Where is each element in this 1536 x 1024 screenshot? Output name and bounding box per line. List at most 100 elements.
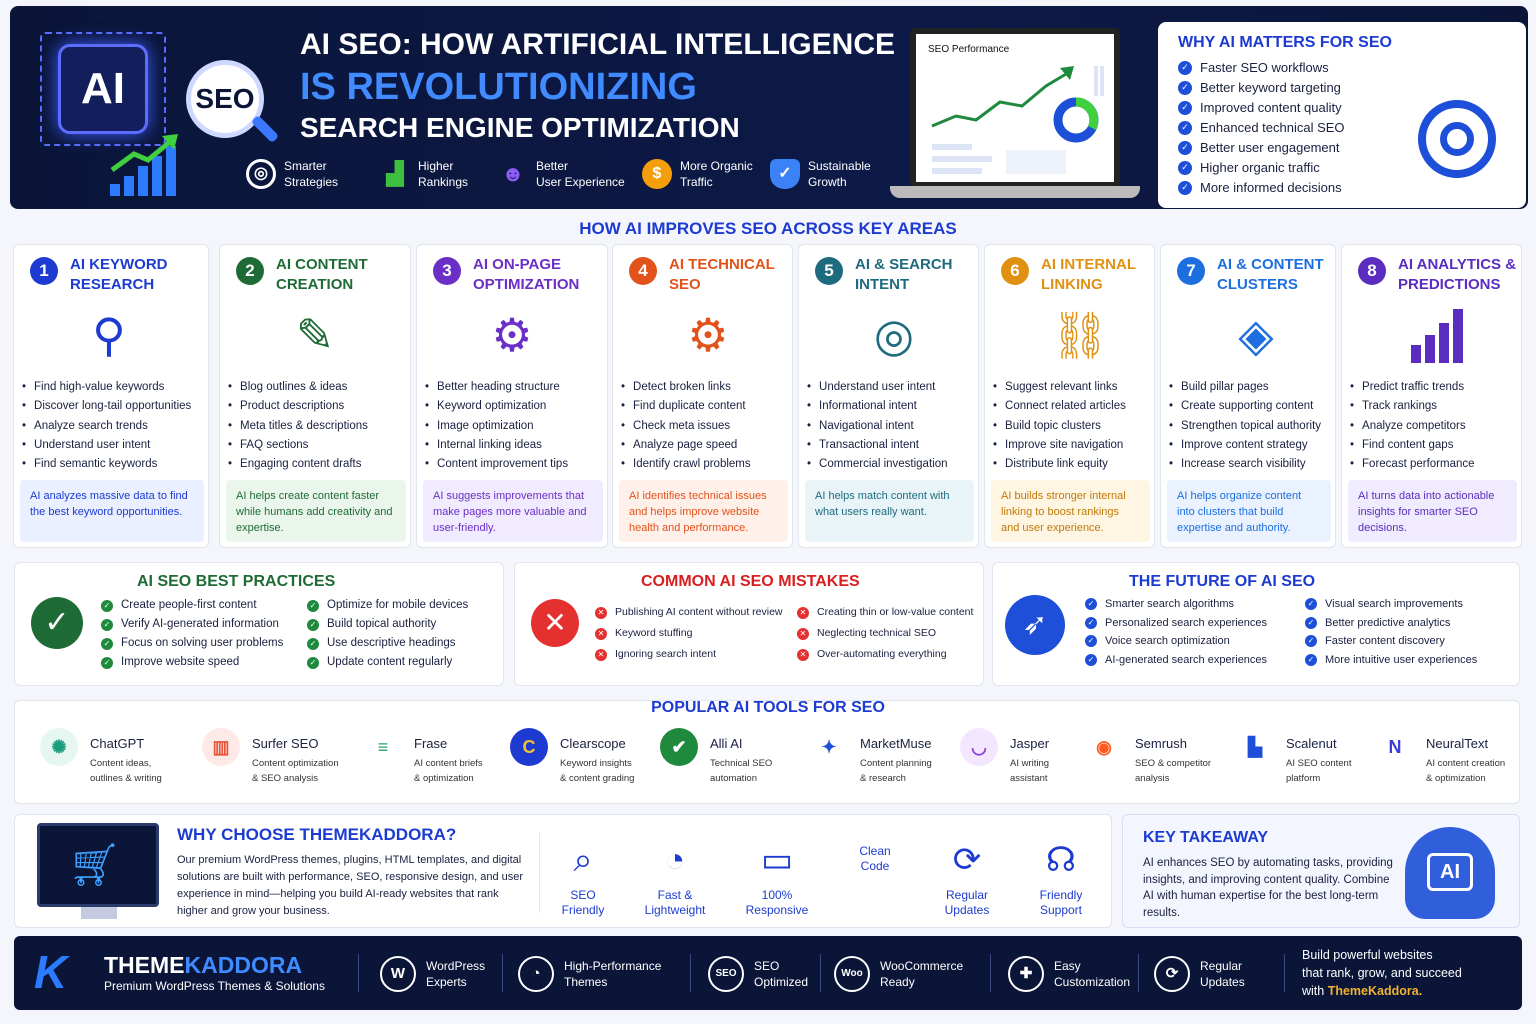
list-item: Find duplicate content (621, 397, 751, 416)
list-item-text: Over-automating everything (817, 648, 947, 660)
feature-label: Growth (808, 175, 847, 189)
circuit-lines (40, 32, 166, 146)
feature-label: Regular (945, 888, 989, 902)
check-icon: ✓ (101, 599, 113, 612)
list-item: Improve content strategy (1169, 436, 1321, 455)
growth-arrow-icon (110, 134, 178, 173)
list-item-text: AI-generated search experiences (1105, 653, 1268, 666)
feature-label: Regular (1200, 959, 1243, 973)
hero-title-line2: IS REVOLUTIONIZING (300, 66, 697, 108)
tool-name: Alli AI (710, 736, 743, 751)
feature-label: Higher (418, 159, 454, 173)
tool-desc: AI content briefs& optimization (414, 758, 483, 784)
area-card: 2 AI CONTENT CREATION ✎ Blog outlines & … (219, 244, 411, 548)
list-item: ✓Better predictive analytics (1305, 614, 1477, 633)
card-list: Blog outlines & ideasProduct description… (228, 378, 368, 474)
card-list: Build pillar pagesCreate supporting cont… (1169, 378, 1321, 474)
list-item: Build pillar pages (1169, 378, 1321, 397)
list-item: ✓Enhanced technical SEO (1178, 120, 1506, 135)
divider (358, 954, 359, 992)
list-item: Transactional intent (807, 436, 948, 455)
tool-desc: Keyword insights& content grading (560, 758, 635, 784)
x-icon: ✕ (595, 648, 607, 661)
feature-label: Strategies (284, 175, 339, 189)
x-icon: ✕ (797, 606, 809, 619)
browser-gear-icon: ⚙ (491, 309, 533, 361)
card-number-badge: 7 (1177, 257, 1205, 285)
tool-desc: Content ideas,outlines & writing (90, 758, 162, 784)
card-title: AI INTERNAL LINKING (1041, 256, 1136, 293)
check-icon: ✓ (307, 618, 319, 631)
list-item-text: Use descriptive headings (327, 637, 456, 649)
surfer-seo-logo-icon: ▥ (202, 728, 240, 766)
list-item: ✕Over-automating everything (797, 644, 973, 665)
tool-item: ▥ Surfer SEO Content optimization& SEO a… (202, 722, 348, 788)
mistakes-panel: COMMON AI SEO MISTAKES ✕ ✕Publishing AI … (514, 562, 984, 686)
card-list: Understand user intentInformational inte… (807, 378, 948, 474)
list-item: ✕Ignoring search intent (595, 644, 783, 665)
tool-name: ChatGPT (90, 736, 145, 751)
future-panel: THE FUTURE OF AI SEO ➶ ✓Smarter search a… (992, 562, 1520, 686)
list-item: ✓Verify AI-generated information (101, 615, 283, 634)
future-col1: ✓Smarter search algorithms ✓Personalized… (1085, 595, 1267, 669)
check-icon: ✓ (1305, 598, 1317, 611)
list-item: Find content gaps (1350, 436, 1475, 455)
feature-label: Ready (880, 975, 915, 989)
list-item: Find high-value keywords (22, 378, 191, 397)
list-item: Increase search visibility (1169, 455, 1321, 474)
list-item: Meta titles & descriptions (228, 417, 368, 436)
feature-label: WordPress (426, 959, 486, 973)
list-item-text: Voice search optimization (1105, 635, 1230, 647)
list-item: Improve site navigation (993, 436, 1126, 455)
card-title: AI & SEARCH INTENT (855, 256, 953, 293)
mistakes-title: COMMON AI SEO MISTAKES (641, 573, 860, 590)
feature-label: SEO (754, 959, 780, 973)
themekaddora-feature: ⌕ SEO Friendly (538, 838, 628, 918)
check-icon: ✓ (1178, 180, 1192, 195)
card-number-badge: 4 (629, 257, 657, 285)
area-card: 6 AI INTERNAL LINKING ⛓ Suggest relevant… (984, 244, 1155, 548)
list-item: Strengthen topical authority (1169, 417, 1321, 436)
feature-label: Lightweight (644, 903, 706, 917)
brand-part-b: KADDORA (184, 952, 303, 978)
card-note: AI builds stronger internal linking to b… (991, 480, 1150, 542)
area-card: 5 AI & SEARCH INTENT ◎ Understand user i… (798, 244, 979, 548)
devices-icon: ▭ (760, 841, 794, 879)
rocket-icon: ➶ (1005, 595, 1065, 655)
divider (502, 954, 503, 992)
future-col2: ✓Visual search improvements ✓Better pred… (1305, 595, 1477, 669)
card-number-badge: 3 (433, 257, 461, 285)
document-pen-icon: ✎ (295, 309, 335, 361)
tool-name: NeuralText (1426, 736, 1489, 751)
tool-name: Surfer SEO (252, 736, 319, 751)
monitor-cart-icon: 🛒︎ (37, 823, 159, 907)
card-note: AI analyzes massive data to find the bes… (20, 480, 204, 542)
check-icon: ✓ (101, 656, 113, 669)
tool-name: Scalenut (1286, 736, 1337, 751)
card-number-badge: 6 (1001, 257, 1029, 285)
list-item-text: Better user engagement (1200, 140, 1340, 155)
x-icon: ✕ (797, 627, 809, 640)
feature-label: User Experience (536, 175, 625, 189)
cart-icon: 🛒︎ (68, 841, 122, 888)
feature-label: Updates (1200, 975, 1245, 989)
area-card: 1 AI KEYWORD RESEARCH ⚲ Find high-value … (13, 244, 209, 548)
tool-name: MarketMuse (860, 736, 932, 751)
feature-label: Responsive (745, 903, 809, 917)
area-card: 4 AI TECHNICAL SEO ⚙ Detect broken links… (612, 244, 793, 548)
list-item: Forecast performance (1350, 455, 1475, 474)
marketmuse-logo-icon: ✦ (810, 728, 848, 766)
check-icon: ✓ (1178, 60, 1192, 75)
list-item: Analyze search trends (22, 417, 191, 436)
feature-label: 100% (761, 888, 793, 902)
feature-label: More Organic (680, 159, 753, 173)
ai-chip-icon: AI (58, 44, 148, 134)
